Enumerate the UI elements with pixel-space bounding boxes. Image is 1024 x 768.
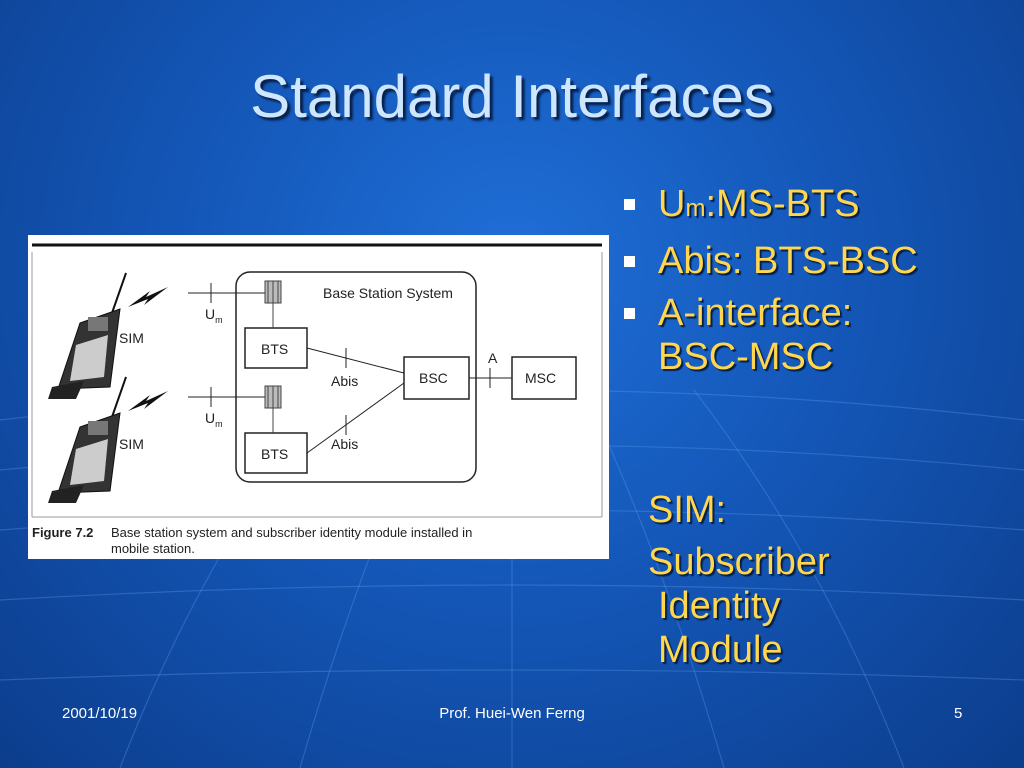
abis-label-bottom: Abis: [331, 436, 358, 452]
figure-caption-line2: mobile station.: [111, 541, 195, 556]
msc-label: MSC: [525, 370, 556, 386]
bsc-label: BSC: [419, 370, 448, 386]
msc-box: [511, 356, 577, 400]
sim-note-line1: SIM:: [648, 489, 727, 531]
antenna-tower-icon: [264, 385, 282, 433]
bullet-um-ms-bts: Um:MS-BTS: [618, 182, 1018, 231]
bsc-box: [403, 356, 470, 400]
mobile-phone-icon: [48, 376, 127, 503]
square-bullet-icon: [624, 199, 635, 210]
bullet-abis: Abis: BTS-BSC: [618, 239, 1018, 283]
square-bullet-icon: [624, 256, 635, 267]
base-station-system-label: Base Station System: [323, 285, 453, 301]
sim-note-line4: Module: [658, 629, 783, 671]
sim-note-line2: Subscriber: [648, 541, 830, 583]
sim-label-top: SIM: [119, 330, 144, 346]
figure-caption-number: Figure 7.2: [32, 525, 93, 540]
sim-definition: SIM: Subscriber Identity Module: [648, 488, 1008, 672]
base-station-figure: Base Station System BTS BTS BSC MSC Abis…: [28, 235, 609, 559]
radio-signal-icon: [128, 391, 168, 411]
radio-signal-icon: [128, 287, 168, 307]
bullet-a-interface: A-interface: BSC-MSC: [618, 291, 1018, 379]
slide-title: Standard Interfaces: [250, 63, 774, 130]
mobile-phone-icon: [48, 272, 127, 399]
bts-box-top: [244, 327, 308, 369]
sim-note-line3: Identity: [658, 585, 781, 627]
footer-author: Prof. Huei-Wen Ferng: [439, 705, 585, 722]
base-station-system-box: [235, 271, 477, 483]
footer-date: 2001/10/19: [62, 705, 138, 722]
abis-label-top: Abis: [331, 373, 358, 389]
um-label-bottom: Um: [205, 410, 223, 429]
square-bullet-icon: [624, 308, 635, 319]
bts-label-bottom: BTS: [261, 446, 288, 462]
figure-caption-line1: Base station system and subscriber ident…: [111, 525, 472, 540]
bullet-list: Um:MS-BTS Abis: BTS-BSC A-interface: BSC…: [618, 182, 1018, 387]
a-interface-label: A: [488, 350, 498, 366]
footer-page-number: 5: [954, 705, 963, 722]
um-label-top: Um: [205, 306, 223, 325]
antenna-tower-icon: [264, 280, 282, 328]
figure-diagram: Base Station System BTS BTS BSC MSC Abis…: [31, 243, 603, 556]
sim-label-bottom: SIM: [119, 436, 144, 452]
bts-label-top: BTS: [261, 341, 288, 357]
